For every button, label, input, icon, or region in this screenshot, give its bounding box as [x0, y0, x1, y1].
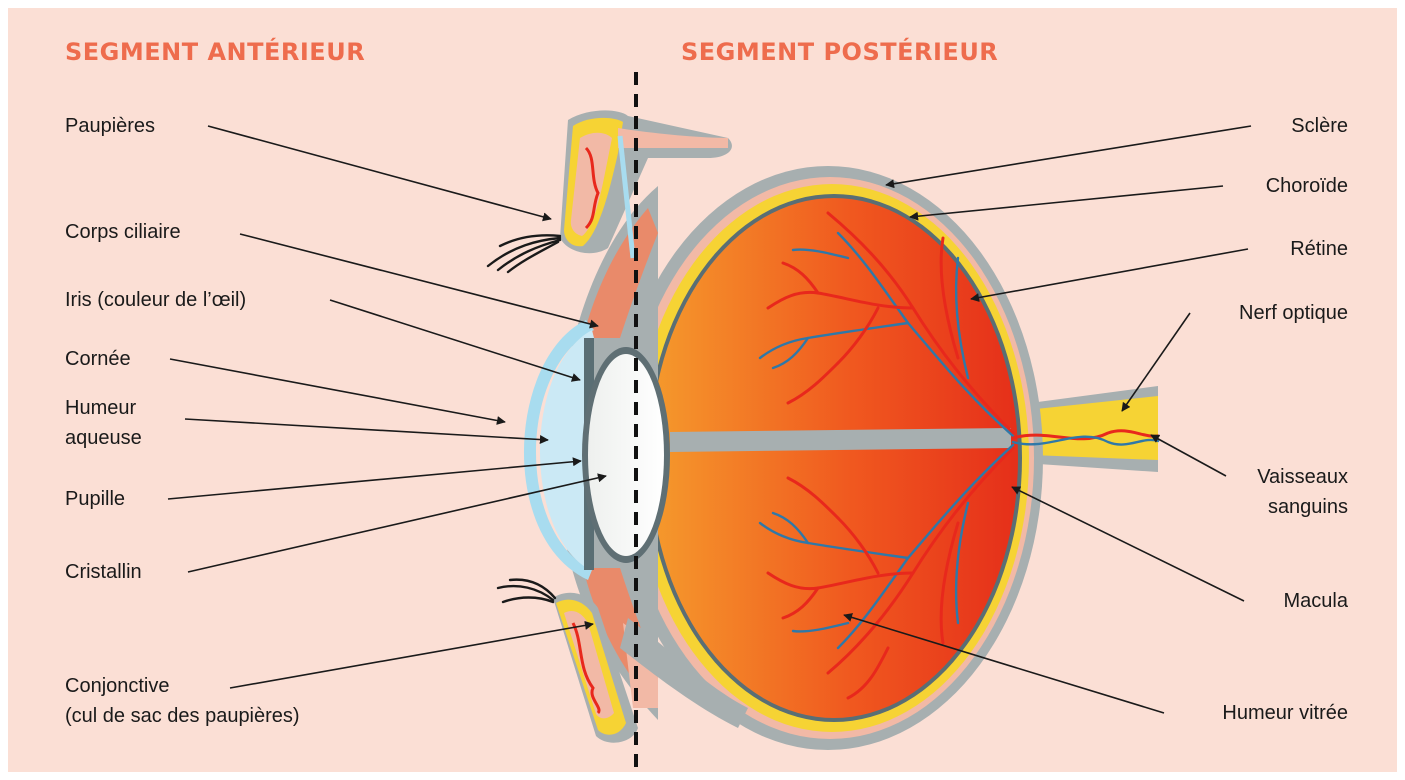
eye-diagram-svg: SEGMENT ANTÉRIEUR SEGMENT POSTÉRIEUR [8, 8, 1397, 772]
label-nerf-optique: Nerf optique [1239, 302, 1348, 324]
leader-macula [1012, 487, 1244, 601]
leader-cornee [170, 359, 505, 422]
label-conjonctive-line1: Conjonctive [65, 675, 170, 697]
label-sclere: Sclère [1291, 115, 1348, 137]
lens-inner [588, 354, 664, 556]
upper-eyelashes [488, 235, 560, 272]
label-iris: Iris (couleur de l’œil) [65, 289, 246, 311]
label-humeur-vitree: Humeur vitrée [1222, 702, 1348, 724]
visual-axis [670, 428, 1011, 452]
label-cristallin: Cristallin [65, 561, 142, 583]
label-pupille: Pupille [65, 488, 125, 510]
leader-corps-ciliaire [240, 234, 598, 326]
heading-posterior-segment: SEGMENT POSTÉRIEUR [681, 37, 998, 66]
label-macula: Macula [1284, 590, 1349, 612]
label-vaisseaux-line1: Vaisseaux [1257, 466, 1348, 488]
label-vaisseaux-line2: sanguins [1268, 496, 1348, 518]
label-corps-ciliaire: Corps ciliaire [65, 221, 181, 243]
label-cornee: Cornée [65, 348, 131, 370]
leader-retine [971, 249, 1248, 299]
eye-anatomy-diagram: SEGMENT ANTÉRIEUR SEGMENT POSTÉRIEUR [8, 8, 1397, 772]
label-conjonctive-line2: (cul de sac des paupières) [65, 705, 300, 727]
label-paupieres: Paupières [65, 115, 155, 137]
eye-illustration [488, 110, 1158, 750]
leader-pupille [168, 461, 581, 499]
lower-eyelashes [498, 580, 555, 602]
leader-conjonctive [230, 624, 593, 688]
heading-anterior-segment: SEGMENT ANTÉRIEUR [65, 37, 365, 66]
leader-paupieres [208, 126, 551, 219]
leader-choroide [910, 186, 1223, 217]
label-humeur-aqueuse-line1: Humeur [65, 397, 136, 419]
leader-humeur-aqueuse [185, 419, 548, 440]
label-humeur-aqueuse-line2: aqueuse [65, 427, 142, 449]
leader-vaisseaux [1151, 435, 1226, 476]
vitreous-humor [650, 198, 1018, 718]
label-retine: Rétine [1290, 238, 1348, 260]
label-choroide: Choroïde [1266, 175, 1348, 197]
leader-sclere [886, 126, 1251, 185]
